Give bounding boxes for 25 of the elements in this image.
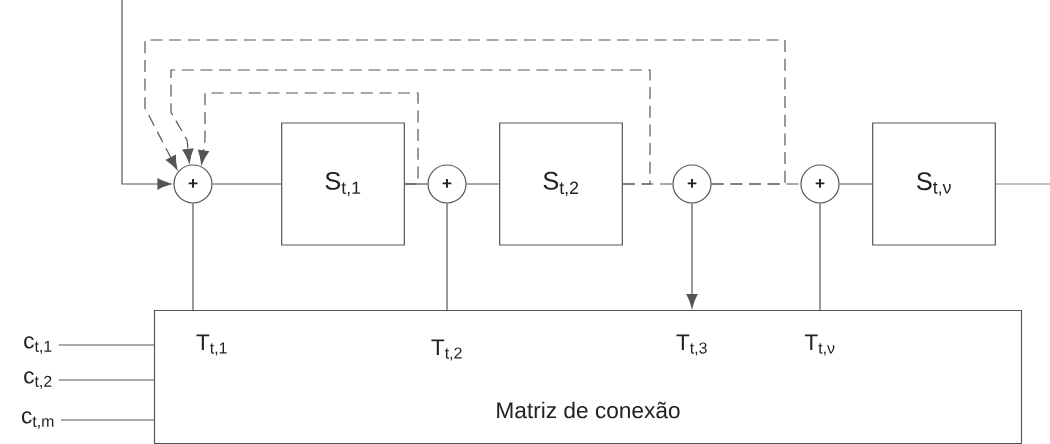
arrow [121, 0, 172, 190]
connector [192, 203, 194, 311]
signal-label: c$_{t,2}$ [24, 371, 52, 389]
arrow [197, 92, 419, 185]
summing-junction: + [173, 164, 213, 204]
signal-label: c$_{t,1}$ [24, 336, 52, 354]
connector [58, 344, 155, 346]
summing-junction: + [427, 164, 467, 204]
connector [839, 183, 873, 185]
arrow [144, 39, 786, 185]
block-box: S$_{t,ν}$ [872, 122, 996, 246]
arrow [686, 203, 698, 309]
connector [466, 183, 500, 185]
signal-label: c$_{t,m}$ [21, 411, 54, 429]
summing-junction: + [672, 164, 712, 204]
connector [819, 203, 821, 311]
matrix-box: T$_{t,1}$ T$_{t,2}$ T$_{t,3}$ T$_{t,ν}$ Matriz de conexão [153, 309, 1023, 444]
connector [212, 183, 282, 185]
block-box: S$_{t,1}$ [281, 122, 405, 246]
summing-junction: + [800, 164, 840, 204]
connector [60, 419, 155, 421]
block-box: S$_{t,2}$ [499, 122, 623, 246]
arrow [170, 69, 651, 185]
connector [446, 203, 448, 311]
connector [58, 379, 155, 381]
